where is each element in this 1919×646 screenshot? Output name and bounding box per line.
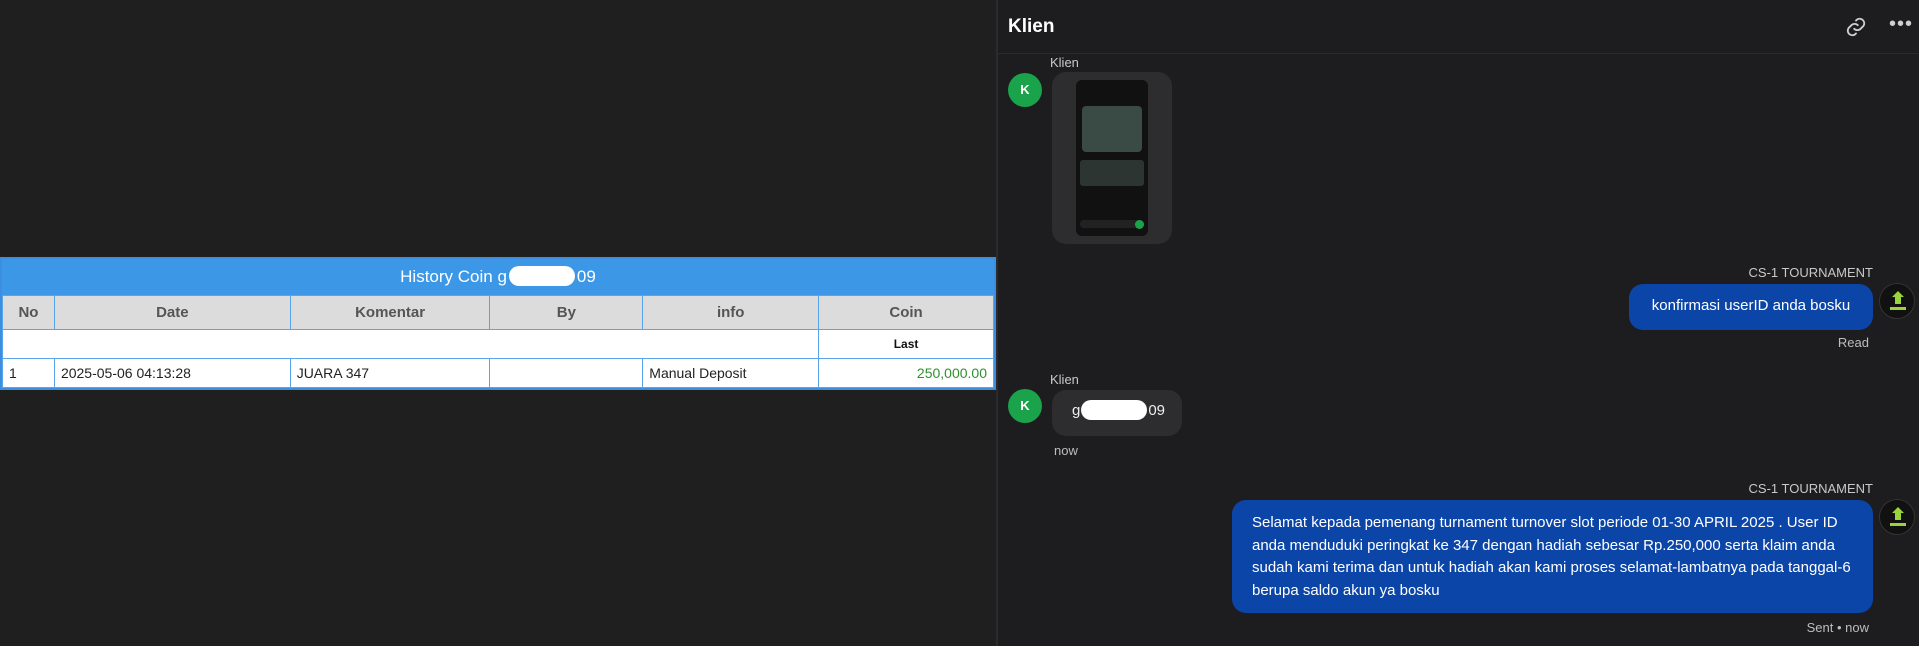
history-title: History Coin g 09 xyxy=(2,259,994,295)
history-table: No Date Komentar By info Coin Last 1 xyxy=(1,295,994,388)
agent-message-text: Selamat kepada pemenang turnament turnov… xyxy=(1252,514,1851,599)
image-message[interactable] xyxy=(1052,72,1172,244)
agent-avatar xyxy=(1879,283,1915,319)
thumbnail-text xyxy=(1080,160,1144,186)
table-header-row: No Date Komentar By info Coin xyxy=(2,295,994,330)
avatar: K xyxy=(1008,389,1042,423)
link-icon[interactable] xyxy=(1845,16,1867,38)
client-message-suffix: 09 xyxy=(1148,402,1166,419)
subheader-empty xyxy=(1,329,820,359)
agent-logo-icon xyxy=(1890,291,1906,310)
chat-title: Klien xyxy=(1008,16,1055,37)
sender-name: Klien xyxy=(1050,55,1079,70)
redacted-username xyxy=(1081,399,1148,420)
column-header-info: info xyxy=(642,295,820,330)
agent-name: CS-1 TOURNAMENT xyxy=(1748,481,1873,496)
table-row: 1 2025-05-06 04:13:28 JUARA 347 Manual D… xyxy=(2,358,994,388)
history-panel: History Coin g 09 No Date Komentar By inf… xyxy=(0,257,996,390)
cell-info: Manual Deposit xyxy=(642,358,820,388)
cell-by xyxy=(489,358,644,388)
chat-panel: Klien ••• Klien K CS-1 TOURNAMENT xyxy=(996,0,1919,646)
message-status: Sent • now xyxy=(1806,620,1869,635)
message-status: Read xyxy=(1837,335,1869,350)
avatar: K xyxy=(1008,73,1042,107)
column-header-coin: Coin xyxy=(818,295,994,330)
client-message-prefix: g xyxy=(1072,402,1081,419)
history-coin-table: History Coin g 09 No Date Komentar By inf… xyxy=(0,257,996,390)
sender-name: Klien xyxy=(1050,372,1079,387)
agent-name: CS-1 TOURNAMENT xyxy=(1748,265,1873,280)
agent-message-text: konfirmasi userID anda bosku xyxy=(1651,297,1851,314)
thumbnail-card xyxy=(1082,106,1142,152)
client-message-bubble: g 09 xyxy=(1052,390,1182,436)
cell-coin: 250,000.00 xyxy=(818,358,994,388)
history-title-suffix: 09 xyxy=(576,267,596,286)
thumbnail-send-dot xyxy=(1135,220,1144,229)
cell-date: 2025-05-06 04:13:28 xyxy=(53,358,291,388)
column-header-komentar: Komentar xyxy=(289,295,491,330)
message-time: now xyxy=(1054,443,1078,458)
thumbnail-input-bar xyxy=(1080,220,1144,228)
agent-message-bubble: Selamat kepada pemenang turnament turnov… xyxy=(1232,500,1873,613)
redacted-username xyxy=(508,266,575,287)
column-header-no: No xyxy=(2,295,55,330)
cell-no: 1 xyxy=(2,358,55,388)
column-header-date: Date xyxy=(53,295,291,330)
subheader-last: Last xyxy=(818,329,994,359)
agent-message-bubble: konfirmasi userID anda bosku xyxy=(1629,284,1873,330)
column-header-by: By xyxy=(489,295,644,330)
history-title-prefix: History Coin g xyxy=(400,267,507,286)
chat-header: Klien ••• xyxy=(998,0,1919,54)
table-subheader-row: Last xyxy=(1,329,994,359)
cell-komentar: JUARA 347 xyxy=(289,358,491,388)
more-icon[interactable]: ••• xyxy=(1889,13,1914,35)
agent-avatar xyxy=(1879,499,1915,535)
screenshot-thumbnail xyxy=(1076,80,1148,236)
agent-logo-icon xyxy=(1890,507,1906,526)
